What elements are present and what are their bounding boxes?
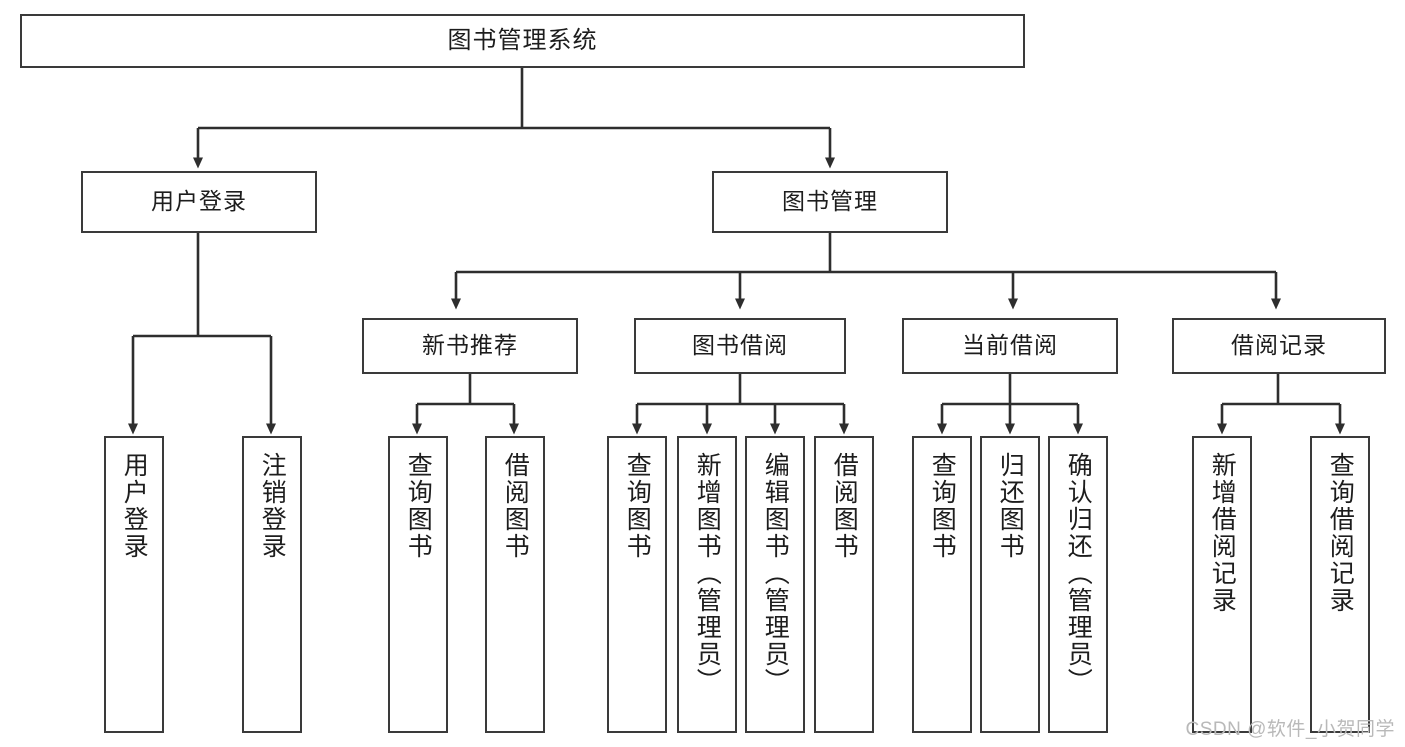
leaf-query-book-borrow[interactable]: 查询图书: [607, 436, 667, 733]
node-book-borrow[interactable]: 图书借阅: [634, 318, 846, 374]
leaf-borrow-book-recommend[interactable]: 借阅图书: [485, 436, 545, 733]
node-label: 图书管理系统: [447, 26, 598, 54]
node-new-book-recommend[interactable]: 新书推荐: [362, 318, 578, 374]
leaf-label: 查询图书: [623, 452, 652, 560]
leaf-add-borrow-record[interactable]: 新增借阅记录: [1192, 436, 1252, 733]
leaf-label: 借阅图书: [501, 452, 530, 560]
leaf-query-borrow-record[interactable]: 查询借阅记录: [1310, 436, 1370, 733]
leaf-user-login[interactable]: 用户登录: [104, 436, 164, 733]
leaf-label: 编辑图书（管理员）: [761, 452, 790, 695]
leaf-label: 注销登录: [258, 452, 287, 560]
watermark-text: CSDN @软件_小贺同学: [1185, 719, 1395, 740]
node-borrow-record[interactable]: 借阅记录: [1172, 318, 1386, 374]
node-root-book-management-system[interactable]: 图书管理系统: [20, 14, 1025, 68]
leaf-label: 查询借阅记录: [1326, 452, 1355, 614]
leaf-return-book[interactable]: 归还图书: [980, 436, 1040, 733]
leaf-label: 借阅图书: [830, 452, 859, 560]
leaf-label: 查询图书: [404, 452, 433, 560]
leaf-label: 查询图书: [928, 452, 957, 560]
leaf-borrow-book[interactable]: 借阅图书: [814, 436, 874, 733]
node-label: 图书借阅: [692, 332, 788, 359]
node-book-management[interactable]: 图书管理: [712, 171, 948, 233]
leaf-label: 新增图书（管理员）: [693, 452, 722, 695]
leaf-edit-book-admin[interactable]: 编辑图书（管理员）: [745, 436, 805, 733]
leaf-label: 新增借阅记录: [1208, 452, 1237, 614]
leaf-label: 确认归还（管理员）: [1064, 452, 1093, 695]
node-current-borrow[interactable]: 当前借阅: [902, 318, 1118, 374]
leaf-confirm-return-admin[interactable]: 确认归还（管理员）: [1048, 436, 1108, 733]
leaf-query-book-current[interactable]: 查询图书: [912, 436, 972, 733]
leaf-query-book-recommend[interactable]: 查询图书: [388, 436, 448, 733]
leaf-logout-login[interactable]: 注销登录: [242, 436, 302, 733]
node-label: 用户登录: [151, 188, 247, 215]
leaf-label: 用户登录: [120, 452, 149, 560]
node-label: 新书推荐: [422, 332, 518, 359]
node-label: 当前借阅: [962, 332, 1058, 359]
node-label: 借阅记录: [1231, 332, 1327, 359]
leaf-label: 归还图书: [996, 452, 1025, 560]
leaf-add-book-admin[interactable]: 新增图书（管理员）: [677, 436, 737, 733]
node-user-login[interactable]: 用户登录: [81, 171, 317, 233]
node-label: 图书管理: [782, 188, 878, 215]
